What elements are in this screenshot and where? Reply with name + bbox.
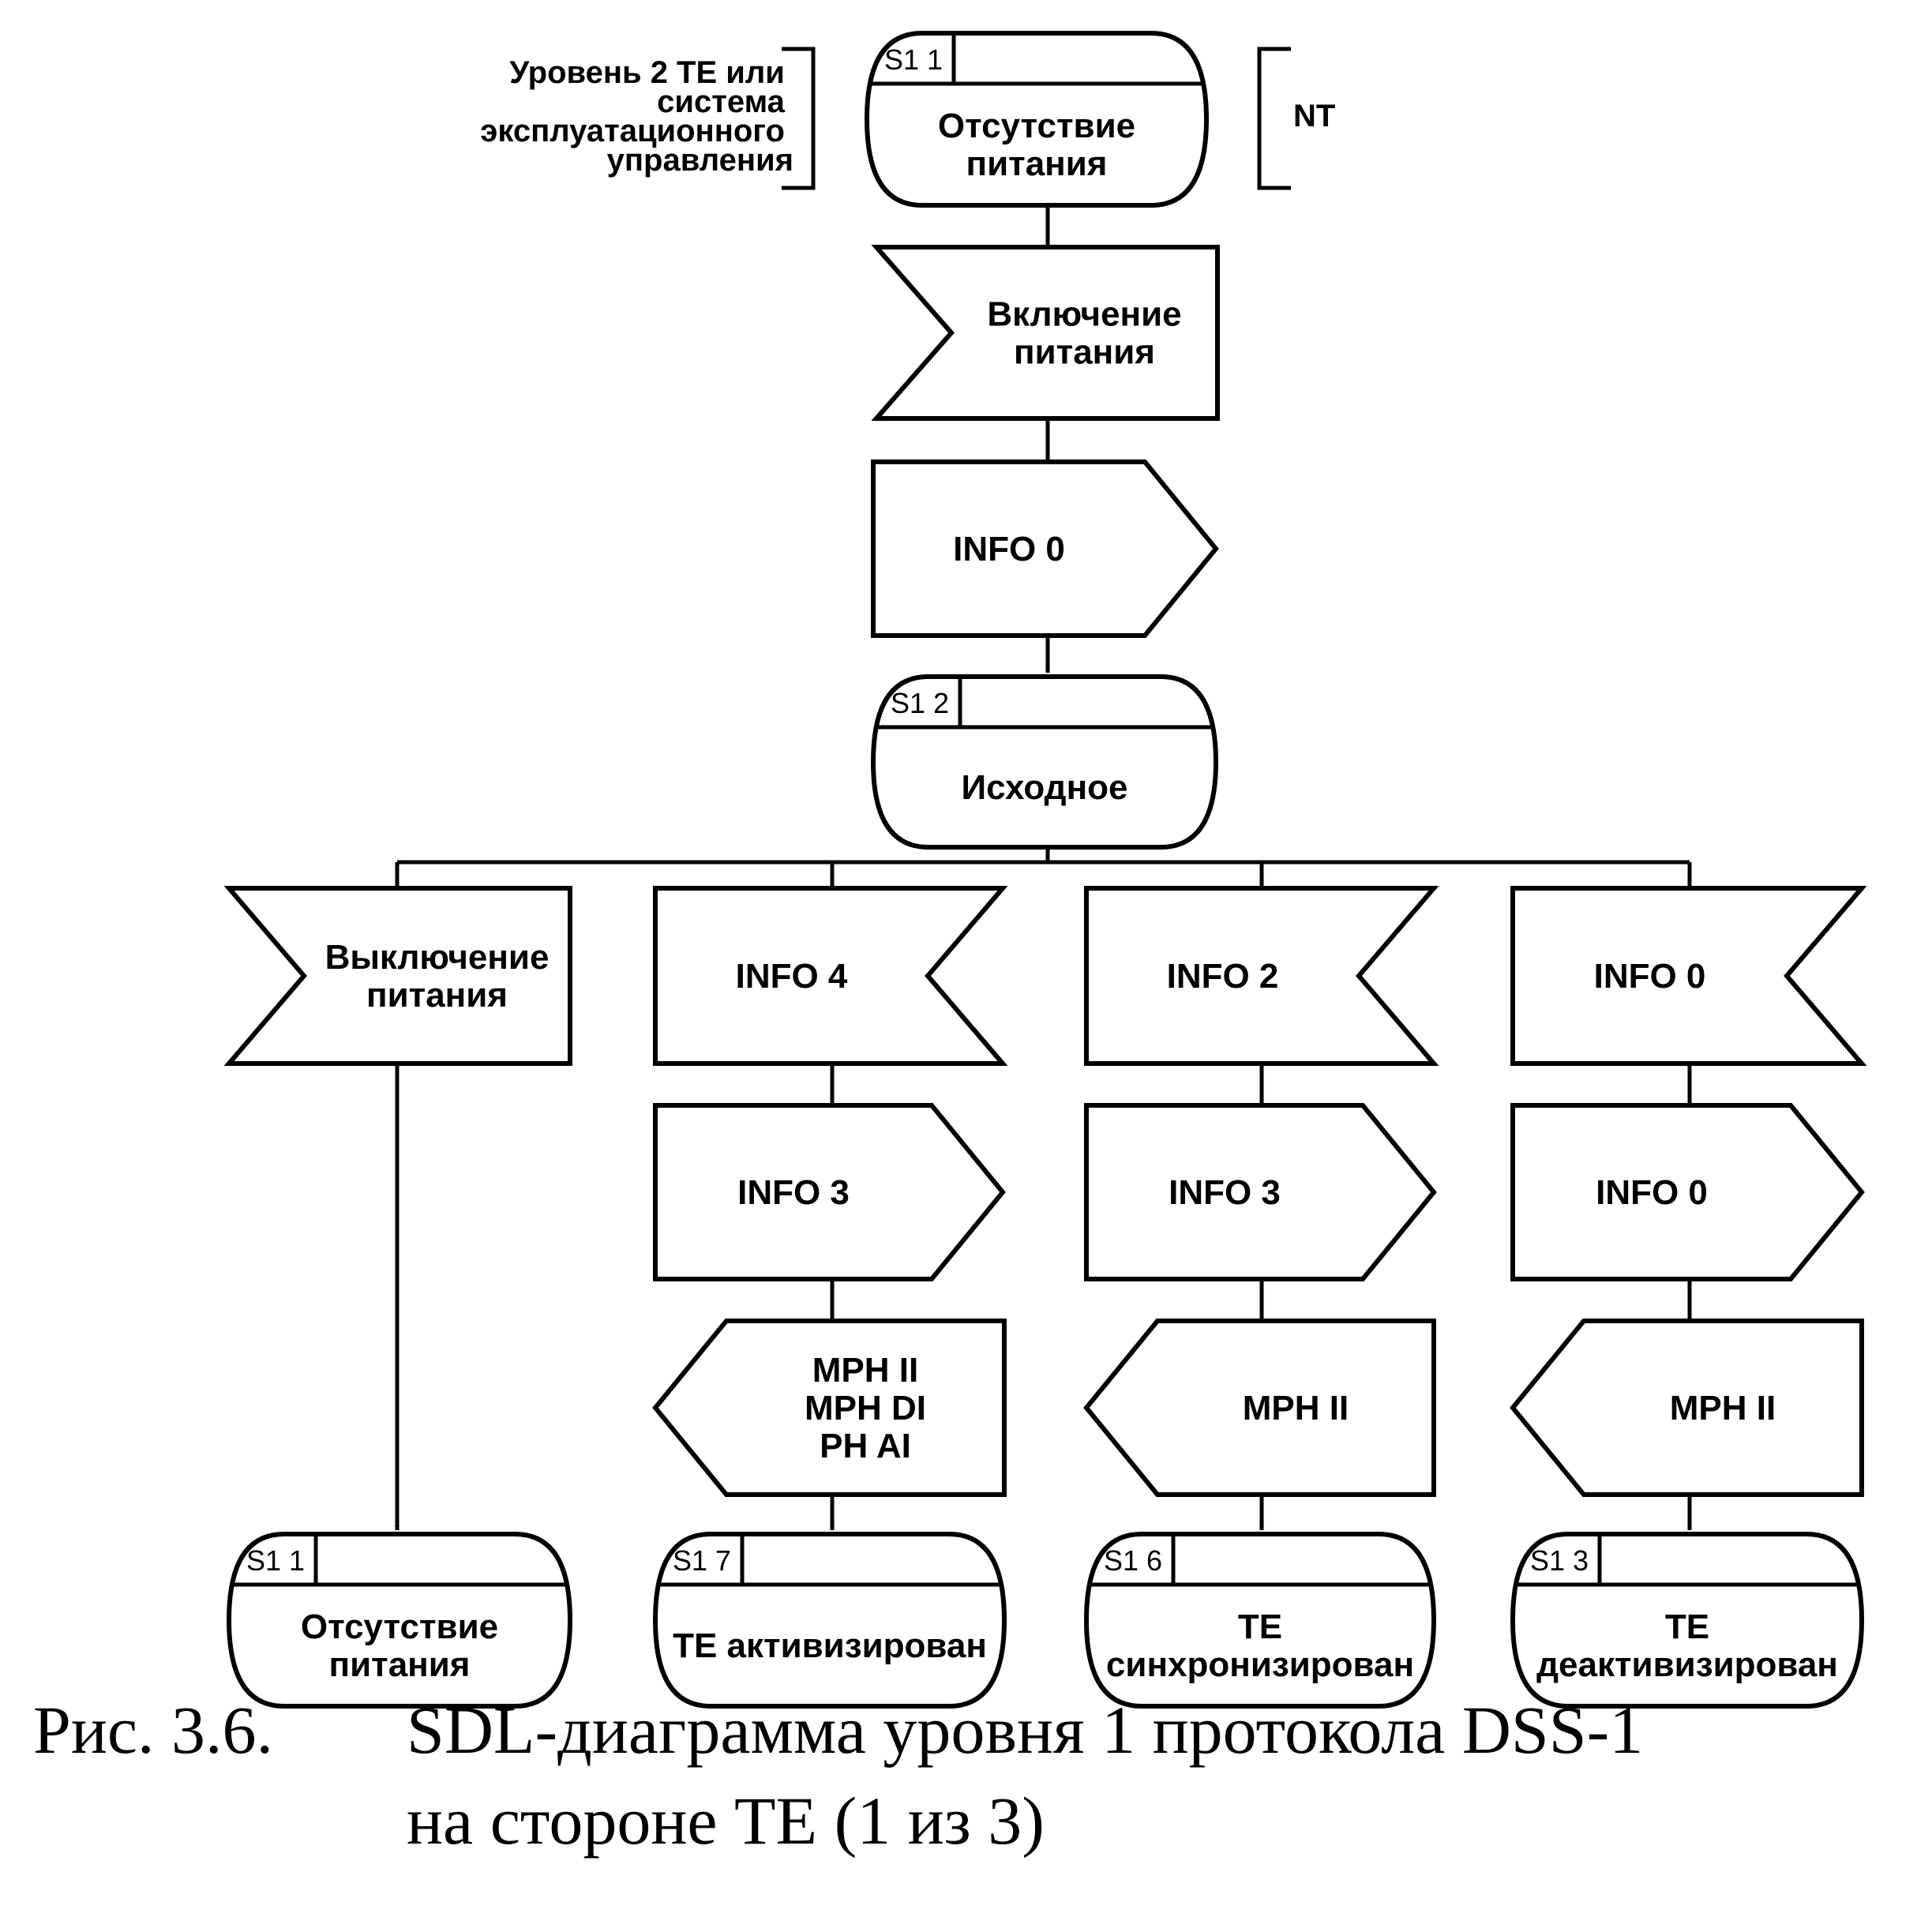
node-label-line: MPH II [812,1351,918,1390]
node-label-line: Выключение [325,938,550,977]
left-bracket [782,47,816,190]
node-label-line: питания [1014,333,1155,372]
node-label-line: деактивизирован [1536,1645,1838,1684]
node-label-line: INFO 3 [1169,1173,1281,1212]
left-annotation-text: Уровень 2 TE или система эксплуатационно… [480,55,793,178]
figure-caption: Рис. 3.6. SDL-диаграмма уровня 1 протоко… [33,1692,1643,1859]
node-info3-out-b: INFO 3 [1084,1103,1437,1281]
node-info2-in: INFO 2 [1084,886,1439,1066]
state-id: S1 6 [1104,1544,1162,1577]
shape-output [1510,1103,1865,1281]
shape-send [652,1319,1007,1497]
node-label: INFO 0 [953,530,1065,568]
shape-output [1084,1103,1437,1281]
state-id: S1 1 [246,1544,305,1577]
node-label: INFO 3 [737,1173,850,1212]
node-label-line: MPH II [1243,1389,1349,1427]
caption-line-2: на стороне TE (1 из 3) [407,1783,1045,1859]
node-label-line: INFO 0 [1596,1173,1708,1212]
node-info4-in: INFO 4 [653,886,1008,1066]
connectors [395,205,1692,1531]
node-label-line: питания [329,1645,471,1684]
node-label-line: TE [1238,1607,1282,1646]
node-label-line: Исходное [961,768,1127,807]
node-label-line: Отсутствие [301,1607,498,1646]
caption-number: Рис. 3.6. [33,1692,273,1768]
shape-send [1510,1319,1864,1497]
node-label: INFO 4 [736,957,848,996]
node-s12: S1 2 Исходное [870,674,1219,850]
shape-send [1083,1319,1436,1497]
state-id: S1 3 [1530,1544,1589,1577]
node-mph-b: MPH II [1083,1319,1436,1497]
shape-output [653,1103,1006,1281]
shape-input [871,245,1220,421]
node-label-line: INFO 3 [737,1173,850,1212]
node-label: INFO 0 [1596,1173,1708,1212]
node-label-line: INFO 4 [736,957,848,996]
nt-annotation: NT [1293,99,1335,133]
node-label-line: PH AI [820,1427,911,1465]
node-label-line: питания [366,976,508,1015]
shape-inputR [653,886,1008,1066]
node-label: TE активизирован [673,1626,987,1665]
node-label: INFO 0 [1594,957,1706,996]
node-label-line: MPH DI [805,1389,926,1427]
node-mph-c: MPH II [1510,1319,1864,1497]
node-label-line: INFO 0 [953,530,1065,568]
node-label: Исходное [961,768,1127,807]
right-bracket [1257,47,1291,190]
node-info0-out-c: INFO 0 [1510,1103,1865,1281]
node-info0-in: INFO 0 [1510,886,1867,1066]
node-label: INFO 2 [1167,957,1279,996]
node-label-line: INFO 2 [1167,957,1279,996]
node-label-line: Отсутствие [938,107,1135,145]
node-label-line: питания [966,144,1108,183]
node-info3-out-a: INFO 3 [653,1103,1006,1281]
node-label-line: TE активизирован [673,1626,987,1665]
caption-line-1: SDL-диаграмма уровня 1 протокола DSS-1 [407,1692,1643,1768]
node-info0-out-top: INFO 0 [871,460,1219,638]
node-label: MPH II [1243,1389,1349,1427]
node-s17: S1 7 TE активизирован [652,1532,1007,1709]
shape-inputR [1510,886,1867,1066]
node-label-line: MPH II [1670,1389,1776,1427]
node-label: MPH II [1670,1389,1776,1427]
node-label-line: Включение [987,295,1181,334]
node-label: INFO 3 [1169,1173,1281,1212]
shape-inputR [1084,886,1439,1066]
shape-input [223,886,572,1066]
node-label-line: TE [1665,1607,1709,1646]
shape-output [871,460,1219,638]
node-label-line: синхронизирован [1106,1645,1414,1684]
state-id: S1 1 [884,43,943,76]
state-id: S1 2 [891,687,949,719]
side-annotations: Уровень 2 TE или система эксплуатационно… [480,47,1335,190]
node-label-line: INFO 0 [1594,957,1706,996]
state-id: S1 7 [673,1544,731,1577]
